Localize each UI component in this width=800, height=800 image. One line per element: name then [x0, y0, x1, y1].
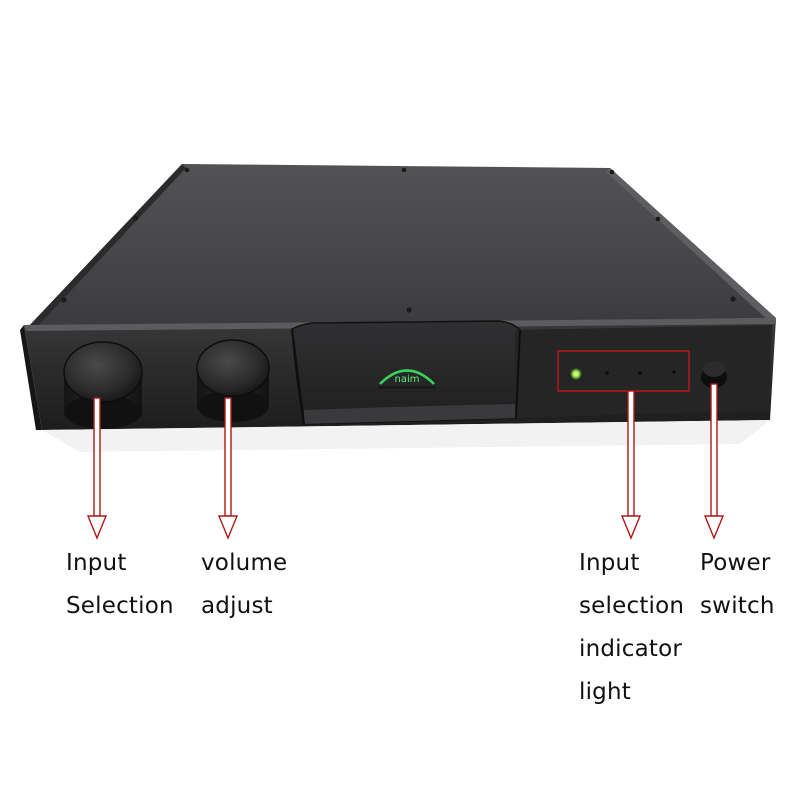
annotation-indicator-light: Input selection indicator light	[579, 542, 684, 714]
label-line: selection	[579, 593, 685, 619]
label-line: indicator	[579, 636, 683, 662]
center-panel-bottom	[304, 404, 516, 424]
right-panel	[515, 325, 772, 418]
left-cheek	[20, 325, 42, 430]
label-line: adjust	[201, 593, 273, 619]
label-line: Input	[579, 550, 640, 576]
center-panel	[291, 320, 521, 425]
svg-text:naim: naim	[395, 374, 420, 385]
annotation-volume-adjust: volume adjust	[201, 542, 287, 628]
chassis-top	[28, 164, 776, 327]
annotation-power-switch: Power switch	[700, 542, 775, 628]
label-line: volume	[201, 550, 288, 576]
annotation-input-selection: Input Selection	[66, 542, 174, 628]
top-screws	[61, 167, 736, 313]
annotation-arrows	[86, 383, 725, 540]
naim-logo: naim	[378, 369, 436, 389]
volume-knob	[196, 339, 270, 422]
label-line: switch	[700, 593, 775, 619]
label-line: Selection	[66, 593, 174, 619]
chassis-right-edge	[606, 168, 776, 322]
indicator-lights	[570, 368, 676, 380]
chassis-left-edge	[28, 164, 186, 330]
power-switch-button	[701, 361, 727, 388]
indicator-highlight-box	[557, 350, 690, 392]
label-line: light	[579, 679, 631, 705]
label-line: Input	[66, 550, 127, 576]
input-selection-knob	[63, 341, 143, 429]
reflection	[42, 420, 770, 452]
label-line: Power	[700, 550, 771, 576]
